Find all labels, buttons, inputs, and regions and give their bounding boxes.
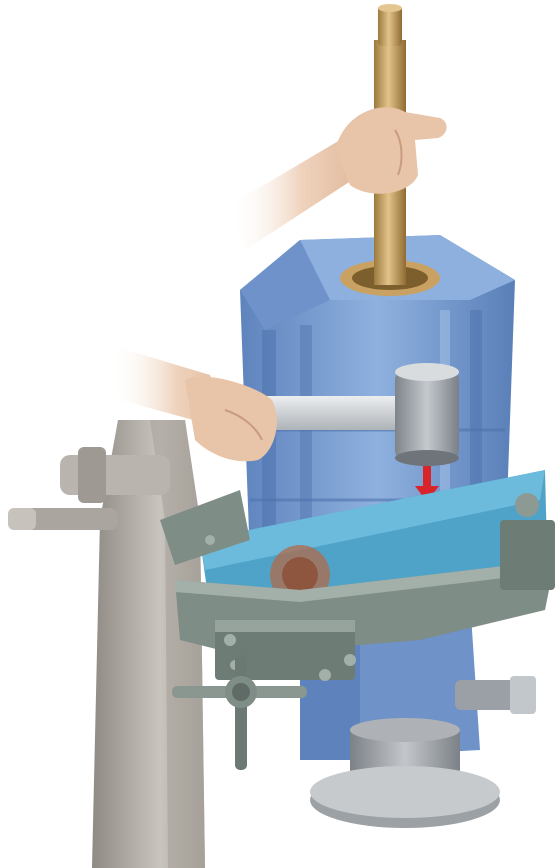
hand-icon: [230, 107, 447, 250]
base-foot: [310, 718, 500, 828]
fixture-clamp-icon: [160, 490, 555, 770]
hand-icon: [110, 345, 277, 462]
mallet-icon: [250, 363, 459, 466]
stand-icon: [8, 420, 205, 868]
